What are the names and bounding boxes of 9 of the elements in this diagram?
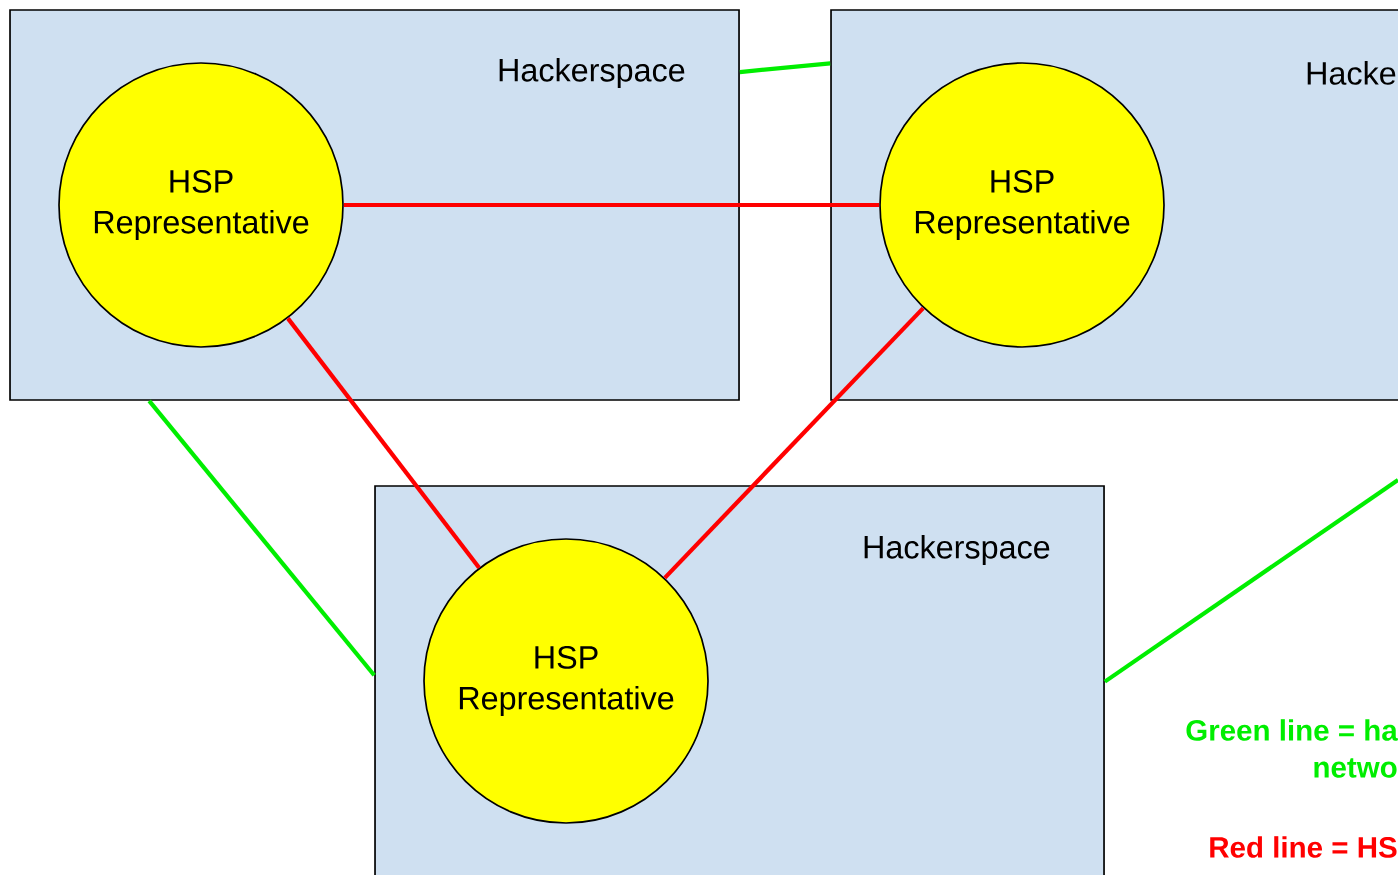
legend-text: Red line = HS <box>1210 836 1397 858</box>
legend-text: netwo <box>1314 758 1397 778</box>
connector-line <box>663 306 925 580</box>
connector-line <box>286 317 481 569</box>
connector-line <box>1103 478 1398 684</box>
legend-text: Green line = ha <box>1186 719 1398 741</box>
connector-line <box>147 399 376 677</box>
connector-line <box>343 202 880 208</box>
connector-line <box>739 61 831 75</box>
